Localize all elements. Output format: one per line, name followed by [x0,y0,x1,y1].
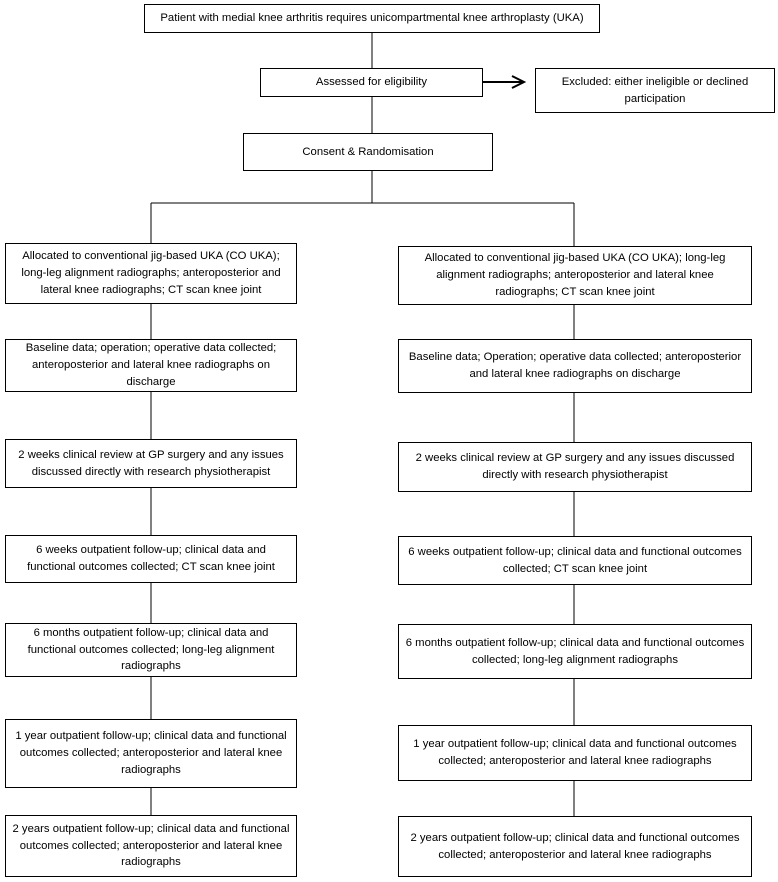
eligibility-text: Assessed for eligibility [315,76,428,89]
right-week6-box: 6 weeks outpatient follow-up; clinical d… [398,536,752,585]
left-year2-box: 2 years outpatient follow-up; clinical d… [5,815,297,877]
left-year1-text: 1 year outpatient follow-up; clinical da… [15,730,287,776]
left-week2-text: 2 weeks clinical review at GP surgery an… [18,448,284,478]
left-baseline-text: Baseline data; operation; operative data… [25,342,277,388]
right-allocation-box: Allocated to conventional jig-based UKA … [398,246,752,305]
right-month6-text: 6 months outpatient follow-up; clinical … [405,636,745,666]
left-year2-text: 2 years outpatient follow-up; clinical d… [12,822,290,869]
right-year2-text: 2 years outpatient follow-up; clinical d… [410,831,740,861]
right-month6-box: 6 months outpatient follow-up; clinical … [398,624,752,679]
right-allocation-text: Allocated to conventional jig-based UKA … [424,252,726,298]
left-month6-box: 6 months outpatient follow-up; clinical … [5,623,297,677]
consent-box: Consent & Randomisation [243,133,493,171]
consent-text: Consent & Randomisation [302,145,434,158]
left-year1-box: 1 year outpatient follow-up; clinical da… [5,719,297,788]
left-month6-text: 6 months outpatient follow-up; clinical … [27,626,275,673]
excluded-text: Excluded: either ineligible or declined … [561,75,749,105]
excluded-box: Excluded: either ineligible or declined … [535,68,775,113]
left-week2-box: 2 weeks clinical review at GP surgery an… [5,439,297,488]
right-year1-box: 1 year outpatient follow-up; clinical da… [398,725,752,781]
right-year2-box: 2 years outpatient follow-up; clinical d… [398,816,752,877]
left-allocation-box: Allocated to conventional jig-based UKA … [5,243,297,304]
left-allocation-text: Allocated to conventional jig-based UKA … [21,250,281,296]
right-baseline-text: Baseline data; Operation; operative data… [408,351,742,380]
right-baseline-box: Baseline data; Operation; operative data… [398,339,752,393]
left-baseline-box: Baseline data; operation; operative data… [5,339,297,392]
right-week2-box: 2 weeks clinical review at GP surgery an… [398,442,752,492]
right-year1-text: 1 year outpatient follow-up; clinical da… [413,738,737,767]
eligibility-box: Assessed for eligibility [260,68,483,97]
right-week6-text: 6 weeks outpatient follow-up; clinical d… [408,545,742,575]
right-week2-text: 2 weeks clinical review at GP surgery an… [415,452,735,481]
patient-text: Patient with medial knee arthritis requi… [160,12,584,25]
patient-box: Patient with medial knee arthritis requi… [144,4,600,33]
left-week6-text: 6 weeks outpatient follow-up; clinical d… [27,544,275,573]
arrow-to-excluded-head [511,75,527,89]
left-week6-box: 6 weeks outpatient follow-up; clinical d… [5,535,297,583]
